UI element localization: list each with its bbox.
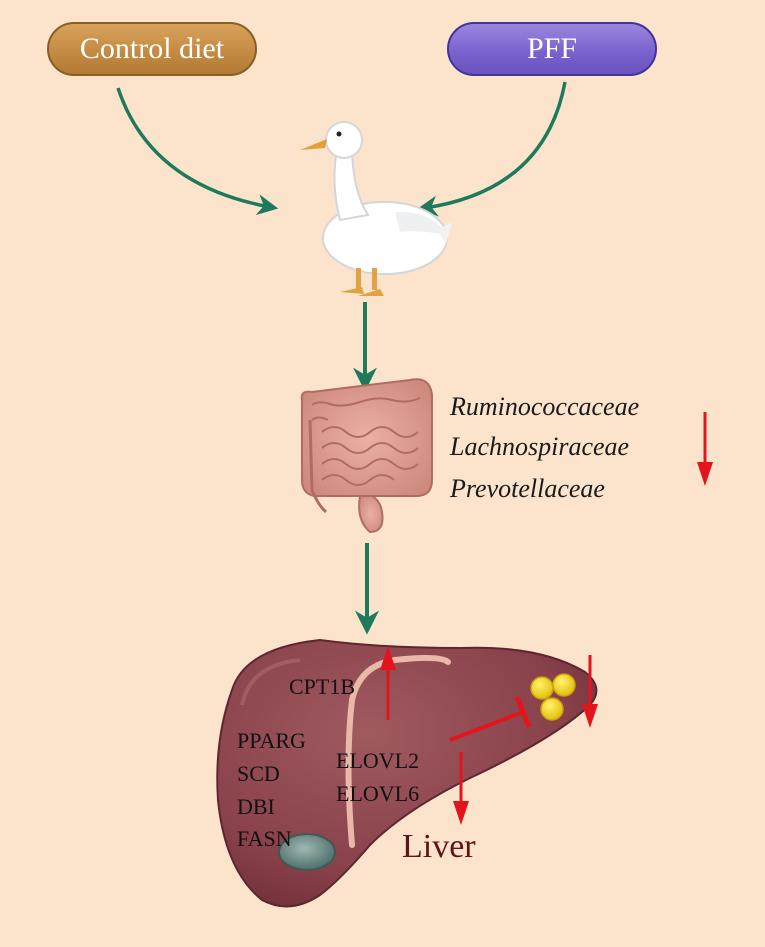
control-diet-label: Control diet	[79, 32, 225, 65]
lipid-decrease-arrow	[582, 655, 598, 728]
intestine-icon	[300, 378, 433, 534]
pff-label: PFF	[526, 32, 578, 65]
lipid-droplet-icon	[530, 673, 576, 721]
bacteria-label-2: Lachnospiraceae	[450, 432, 630, 461]
liver-label: Liver	[402, 828, 476, 865]
gene-elovl6: ELOVL6	[336, 781, 420, 806]
inhibition-line	[449, 696, 532, 742]
gene-pparg: PPARG	[237, 728, 306, 753]
duck-icon	[300, 121, 452, 296]
bacteria-label-1: Ruminococcaceae	[450, 392, 640, 421]
pff-to-duck-arrow	[416, 81, 567, 217]
bacteria-label-3: Prevotellaceae	[450, 474, 605, 503]
gene-dbi: DBI	[237, 794, 275, 819]
gene-elovl2: ELOVL2	[336, 748, 420, 773]
gene-scd: SCD	[237, 761, 280, 786]
control-diet-pill: Control diet	[47, 22, 257, 76]
gene-fasn: FASN	[237, 826, 292, 851]
control-to-duck-arrow	[116, 87, 279, 216]
elovl-decrease-arrow	[453, 752, 469, 825]
cpt1b-increase-arrow	[380, 646, 396, 720]
gene-cpt1b: CPT1B	[289, 674, 356, 699]
liver-icon	[216, 638, 598, 908]
pff-pill: PFF	[447, 22, 657, 76]
bacteria-decrease-arrow	[697, 412, 713, 486]
